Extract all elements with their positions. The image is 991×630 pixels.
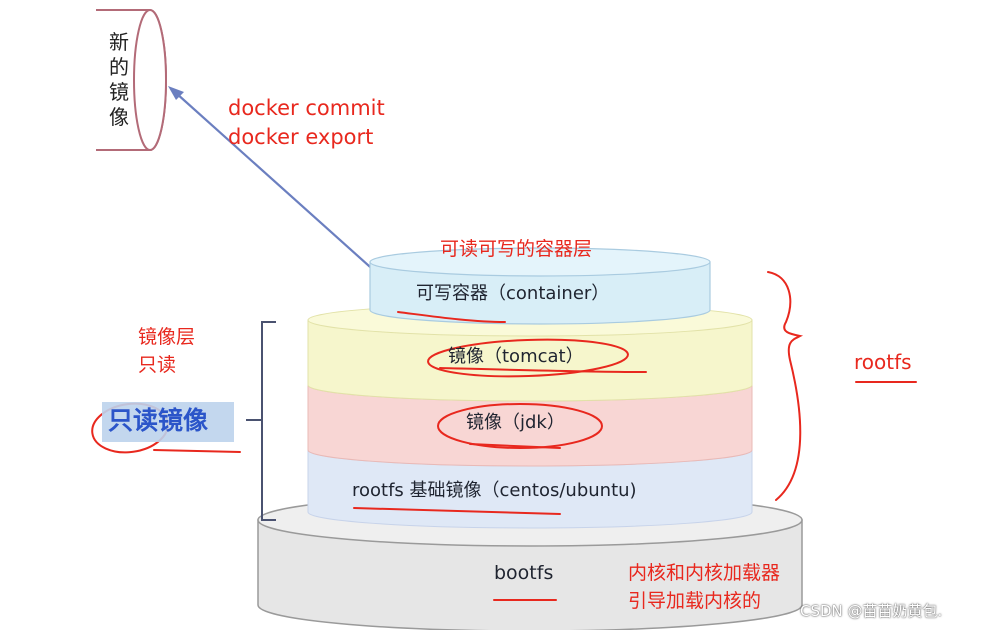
readonly-bracket xyxy=(246,321,276,521)
read-only-image-label: 只读镜像 xyxy=(108,406,209,435)
read-only-note: 只读 xyxy=(138,354,177,376)
watermark: CSDN @苗苗奶黄包. xyxy=(800,602,943,620)
docker-commit-label: docker commit xyxy=(228,96,385,120)
readonly-image-underline xyxy=(153,449,241,453)
rootfs-note: rootfs xyxy=(854,350,912,374)
rootfs-curly-brace xyxy=(767,271,804,501)
handwritten-marks xyxy=(91,271,917,601)
new-image-cylinder xyxy=(96,9,167,151)
rootfs-underline xyxy=(353,507,561,515)
commit-arrow xyxy=(168,86,389,284)
docker-export-label: docker export xyxy=(228,125,374,149)
tomcat-circle xyxy=(427,338,629,378)
boot-kernel-note: 引导加载内核的 xyxy=(628,590,762,612)
container-layer-title: 可读可写的容器层 xyxy=(440,238,593,260)
new-image-label: 新的镜像 xyxy=(109,30,129,129)
kernel-loader-note: 内核和内核加载器 xyxy=(628,562,781,584)
tomcat-layer-label: 镜像（tomcat） xyxy=(448,346,584,367)
container-layer xyxy=(369,247,711,325)
container-underline xyxy=(397,311,506,323)
jdk-layer-label: 镜像（jdk） xyxy=(466,412,565,433)
container-layer-label: 可写容器（container） xyxy=(416,283,610,304)
bootfs-layer-label: bootfs xyxy=(494,562,554,584)
jdk-circle xyxy=(437,403,603,449)
read-only-image-highlight xyxy=(102,402,234,442)
rootfs-layer-label: rootfs 基础镜像（centos/ubuntu) xyxy=(352,480,637,501)
tomcat-underline xyxy=(439,367,647,373)
jdk-underline xyxy=(469,443,561,449)
image-layer-note: 镜像层 xyxy=(138,326,196,348)
